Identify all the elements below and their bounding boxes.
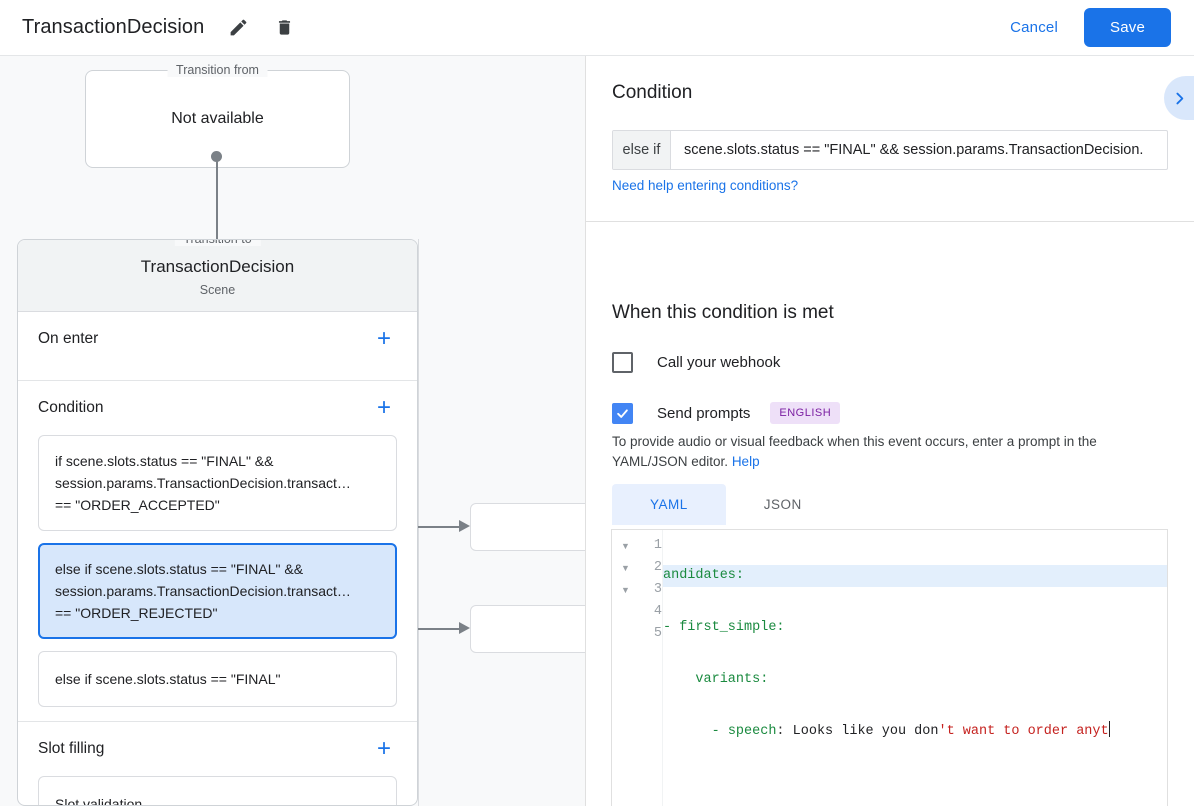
header-actions: Cancel Save <box>998 8 1171 47</box>
condition-line: else if scene.slots.status == "FINAL" <box>55 671 281 687</box>
condition-edge-2 <box>399 628 461 630</box>
fold-spacer <box>612 601 639 623</box>
target-box-accepted[interactable] <box>470 503 585 551</box>
add-slot-filling-button[interactable]: + <box>376 735 391 762</box>
code-line-3: variants: <box>663 669 1167 691</box>
section-slot-filling: Slot filling + Slot validation <box>18 722 417 806</box>
condition-edge-1 <box>399 526 461 528</box>
fold-toggle-icon[interactable]: ▼ <box>621 585 630 595</box>
code-token: - speech: Looks like you don't want to o… <box>663 721 1110 739</box>
condition-edge-arrow-2 <box>459 622 470 634</box>
transition-from-value: Not available <box>171 110 264 127</box>
transition-to-subtitle: Scene <box>199 283 236 297</box>
pane-divider[interactable] <box>585 56 586 806</box>
editor-tabs: YAML JSON <box>612 484 840 525</box>
call-webhook-row[interactable]: Call your webhook <box>612 352 780 373</box>
condition-line: else if scene.slots.status == "FINAL" && <box>55 561 304 577</box>
cancel-button[interactable]: Cancel <box>998 11 1070 44</box>
condition-section: Condition else if Need help entering con… <box>586 56 1194 222</box>
app-header: TransactionDecision Cancel Save <box>0 0 1194 56</box>
transition-from-legend: Transition from <box>167 63 268 77</box>
line-number: 3 <box>653 582 662 597</box>
send-prompts-checkbox[interactable] <box>612 402 633 424</box>
section-header: Slot filling + <box>38 722 397 776</box>
yaml-editor[interactable]: ▼ ▼ ▼ 1 2 3 4 5 andidates: - first_simpl… <box>611 529 1168 806</box>
line-number: 4 <box>653 604 662 619</box>
condition-input-row: else if <box>612 130 1168 170</box>
chevron-right-icon[interactable] <box>1164 76 1194 120</box>
condition-line: == "ORDER_ACCEPTED" <box>55 497 220 513</box>
scene-graph-pane: Transition from Not available Transition… <box>0 56 585 806</box>
editor-gutter: 1 2 3 4 5 <box>639 530 663 806</box>
add-condition-button[interactable]: + <box>376 394 391 421</box>
section-on-enter: On enter + <box>18 312 417 381</box>
fold-spacer <box>612 623 639 645</box>
when-condition-met-section: When this condition is met Call your web… <box>586 222 1194 806</box>
condition-item[interactable]: if scene.slots.status == "FINAL" && sess… <box>38 435 397 531</box>
transition-to-header[interactable]: TransactionDecision Scene <box>18 240 417 312</box>
when-met-heading: When this condition is met <box>612 302 834 323</box>
send-prompts-label: Send prompts <box>657 404 751 422</box>
condition-line: if scene.slots.status == "FINAL" && <box>55 453 274 469</box>
condition-edge-arrow-1 <box>459 520 470 532</box>
help-link[interactable]: Help <box>731 454 760 469</box>
editor-code-area[interactable]: andidates: - first_simple: variants: - s… <box>663 530 1167 806</box>
trash-icon[interactable] <box>272 16 296 40</box>
code-token: variants: <box>663 672 769 687</box>
condition-heading: Condition <box>612 82 693 103</box>
section-title-condition: Condition <box>38 399 104 416</box>
target-box-rejected[interactable] <box>470 605 585 653</box>
transition-to-legend: Transition to <box>174 240 261 246</box>
call-webhook-label: Call your webhook <box>657 354 781 371</box>
code-line-1: andidates: <box>663 565 1167 587</box>
transition-to-card: Transition to TransactionDecision Scene … <box>17 239 418 806</box>
section-title-on-enter: On enter <box>38 330 99 347</box>
call-webhook-checkbox[interactable] <box>612 352 633 373</box>
condition-line: session.params.TransactionDecision.trans… <box>55 475 351 491</box>
add-on-enter-button[interactable]: + <box>376 325 391 352</box>
section-title-slot-filling: Slot filling <box>38 740 105 757</box>
section-condition: Condition + if scene.slots.status == "FI… <box>18 381 417 722</box>
fold-toggle-icon[interactable]: ▼ <box>621 563 630 573</box>
condition-prefix-label: else if <box>613 131 671 169</box>
condition-detail-pane: Condition else if Need help entering con… <box>586 56 1194 806</box>
description-text: To provide audio or visual feedback when… <box>612 434 1097 469</box>
scene-graph: Transition from Not available Transition… <box>0 56 585 806</box>
editor-fold-column: ▼ ▼ ▼ <box>612 530 639 806</box>
code-token: - first_simple: <box>663 620 785 635</box>
code-line-4: - speech: Looks like you don't want to o… <box>663 721 1167 743</box>
section-header: On enter + <box>38 312 397 366</box>
code-token: andidates: <box>663 568 745 583</box>
condition-line: == "ORDER_REJECTED" <box>55 605 218 621</box>
condition-item-selected[interactable]: else if scene.slots.status == "FINAL" &&… <box>38 543 397 639</box>
pencil-icon[interactable] <box>226 16 250 40</box>
line-number: 2 <box>653 560 662 575</box>
condition-input[interactable] <box>671 131 1167 169</box>
send-prompts-description: To provide audio or visual feedback when… <box>612 432 1172 472</box>
graph-rail <box>418 239 419 806</box>
language-badge: ENGLISH <box>770 402 841 424</box>
line-number: 5 <box>653 626 662 641</box>
condition-item[interactable]: else if scene.slots.status == "FINAL" <box>38 651 397 707</box>
slot-validation-label: Slot validation <box>55 796 143 806</box>
send-prompts-row[interactable]: Send prompts ENGLISH <box>612 402 841 424</box>
section-header: Condition + <box>38 381 397 435</box>
connector-line <box>216 156 218 268</box>
slot-validation-item[interactable]: Slot validation <box>38 776 397 806</box>
transition-to-title: TransactionDecision <box>140 257 295 276</box>
line-number: 1 <box>653 538 662 553</box>
code-line-2: - first_simple: <box>663 617 1167 639</box>
code-line-5 <box>663 773 1167 795</box>
fold-toggle-icon[interactable]: ▼ <box>621 541 630 551</box>
tab-yaml[interactable]: YAML <box>612 484 726 525</box>
save-button[interactable]: Save <box>1084 8 1171 47</box>
condition-line: session.params.TransactionDecision.trans… <box>55 583 351 599</box>
page-title: TransactionDecision <box>22 16 205 38</box>
condition-help-link[interactable]: Need help entering conditions? <box>612 178 799 193</box>
tab-json[interactable]: JSON <box>763 497 802 512</box>
